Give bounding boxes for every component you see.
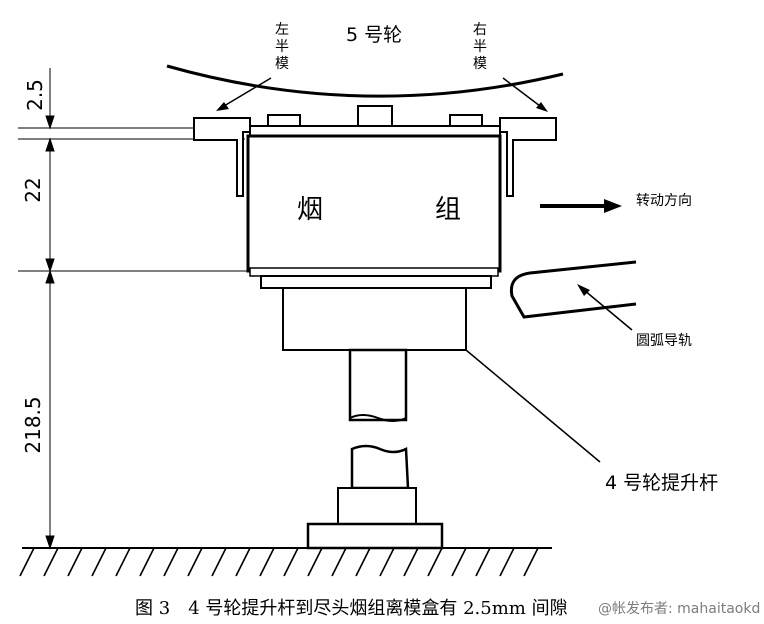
caption-text-line: 图 3 4 号轮提升杆到尽头烟组离模盒有 2.5mm 间隙: [135, 594, 568, 620]
ground-hatch-line: [211, 547, 227, 577]
ground-hatch-line: [403, 547, 419, 577]
arc-guide-rail-label: 圆弧导轨: [636, 333, 692, 349]
dimension-gap-label: 2.5: [23, 79, 47, 111]
ground-hatch-line: [163, 547, 179, 577]
ground-hatch-line: [331, 547, 347, 577]
left-half-mold-label: 左半模: [275, 22, 289, 72]
leader-lines: [216, 77, 633, 463]
svg-text:右半模: 右半模: [473, 22, 487, 72]
watermark: @帐发布者: mahaitaokd: [598, 601, 761, 617]
wheel-5-arc: [166, 64, 564, 98]
ground-hatch-line: [523, 547, 539, 577]
ground-hatch-line: [475, 547, 491, 577]
smoke-group-label-left: 烟: [297, 195, 323, 225]
ground-hatch-line: [307, 547, 323, 577]
ground-hatch-line: [451, 547, 467, 577]
svg-text:左半模: 左半模: [275, 22, 289, 72]
figure-number: 图 3: [135, 598, 171, 619]
smoke-group-box: [246, 134, 502, 273]
rotation-direction-arrow: [540, 199, 622, 213]
lift-rod-assembly: [260, 275, 492, 550]
smoke-group-label-right: 组: [435, 195, 461, 225]
ground-hatch-line: [139, 547, 155, 577]
ground-hatch-line: [259, 547, 275, 577]
ground-hatch-line: [187, 547, 203, 577]
smoke-group-base: [249, 267, 499, 277]
dimension-rod-height-label: 218.5: [21, 396, 45, 453]
mold-blocks: [249, 105, 501, 139]
right-half-mold: [499, 117, 557, 197]
dimension-lines: [18, 68, 250, 550]
ground-hatch-line: [235, 547, 251, 577]
ground-hatch-line: [91, 547, 107, 577]
left-half-mold: [193, 117, 251, 197]
ground-hatch-line: [67, 547, 83, 577]
ground-hatch-line: [115, 547, 131, 577]
caption-text: 4 号轮提升杆到尽头烟组离模盒有 2.5mm 间隙: [188, 598, 568, 619]
rotation-direction-label: 转动方向: [636, 193, 692, 209]
ground-hatch-line: [19, 547, 35, 577]
ground-hatch-line: [379, 547, 395, 577]
wheel-5-label: 5 号轮: [346, 24, 402, 46]
ground-hatch-line: [427, 547, 443, 577]
ground-hatch-line: [43, 547, 59, 577]
ground-hatch-line: [355, 547, 371, 577]
ground: [19, 547, 552, 577]
dimension-group-height-label: 22: [21, 177, 45, 202]
right-half-mold-label: 右半模: [473, 22, 487, 72]
lift-rod-label: 4 号轮提升杆: [605, 472, 718, 494]
arc-guide-rail: [509, 260, 637, 319]
ground-hatch-line: [499, 547, 515, 577]
figure-caption: 图 3 4 号轮提升杆到尽头烟组离模盒有 2.5mm 间隙 @帐发布者: maha…: [0, 590, 764, 624]
ground-hatch-line: [283, 547, 299, 577]
